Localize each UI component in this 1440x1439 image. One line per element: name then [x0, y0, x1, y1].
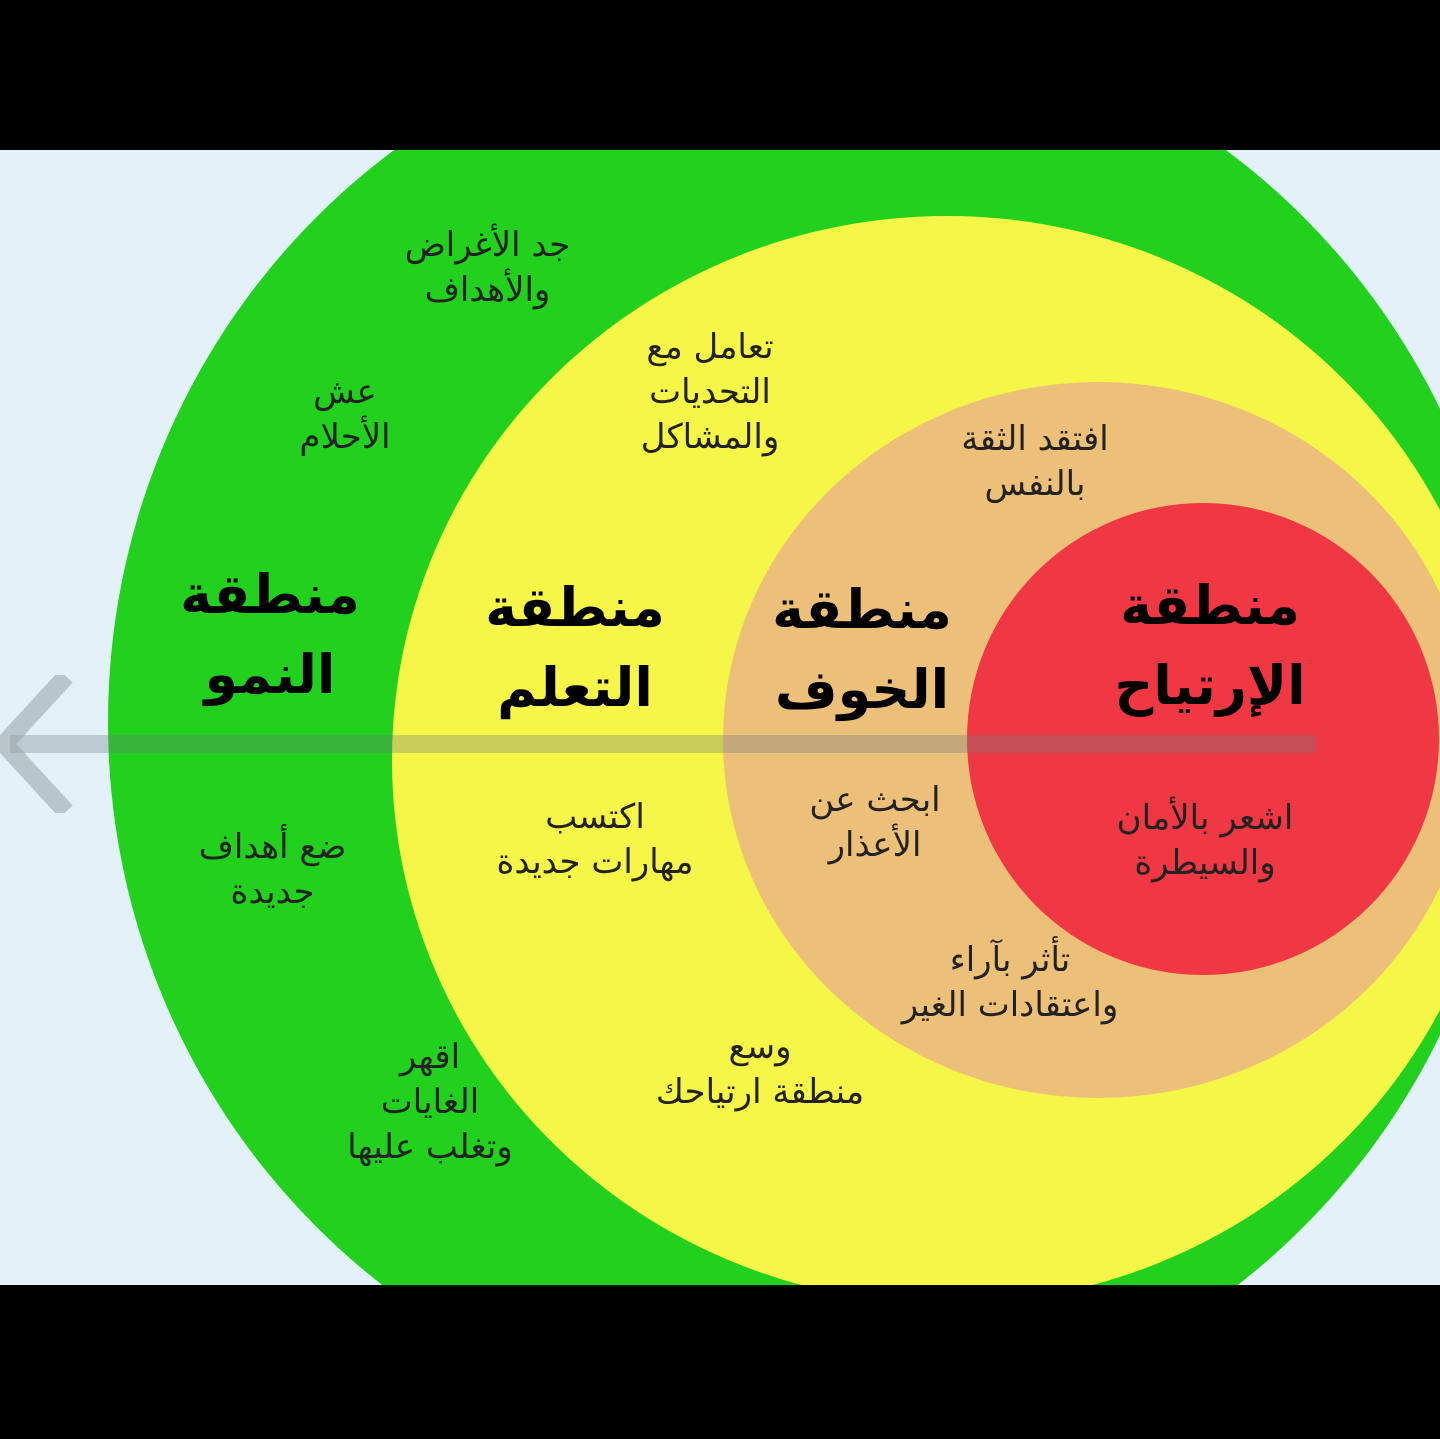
- diagram-canvas: منطقة الإرتياح اشعر بالأمان والسيطرة منط…: [0, 150, 1440, 1285]
- fear-zone-item: تأثر بآراء واعتقادات الغير: [901, 940, 1119, 1025]
- growth-zone-item: عش الأحلام: [299, 372, 391, 457]
- learning-zone-item: تعامل مع التحديات والمشاكل: [640, 327, 780, 457]
- learning-zone-item: وسع منطقة ارتياحك: [655, 1027, 865, 1112]
- fear-zone-item: ابحث عن الأعذار: [809, 780, 941, 865]
- growth-zone-item: ضع أهداف جديدة: [198, 827, 347, 912]
- learning-zone-item: اكتسب مهارات جديدة: [496, 797, 694, 882]
- fear-zone-item: افتقد الثقة بالنفس: [961, 419, 1109, 504]
- comfort-zone-item: اشعر بالأمان والسيطرة: [1116, 798, 1294, 883]
- comfort-zone-title: منطقة الإرتياح: [1114, 574, 1306, 717]
- comfort-zone-circle: [967, 503, 1439, 975]
- arrow-left-icon: [0, 675, 73, 813]
- growth-zone-item: جد الأغراض والأهداف: [404, 225, 571, 310]
- learning-zone-title: منطقة التعلم: [485, 576, 665, 719]
- growth-zone-title: منطقة النمو: [180, 563, 360, 706]
- growth-zone-item: اقهر الغايات وتغلب عليها: [347, 1037, 513, 1167]
- arrow-shaft: [10, 735, 1316, 753]
- fear-zone-title: منطقة الخوف: [772, 578, 952, 721]
